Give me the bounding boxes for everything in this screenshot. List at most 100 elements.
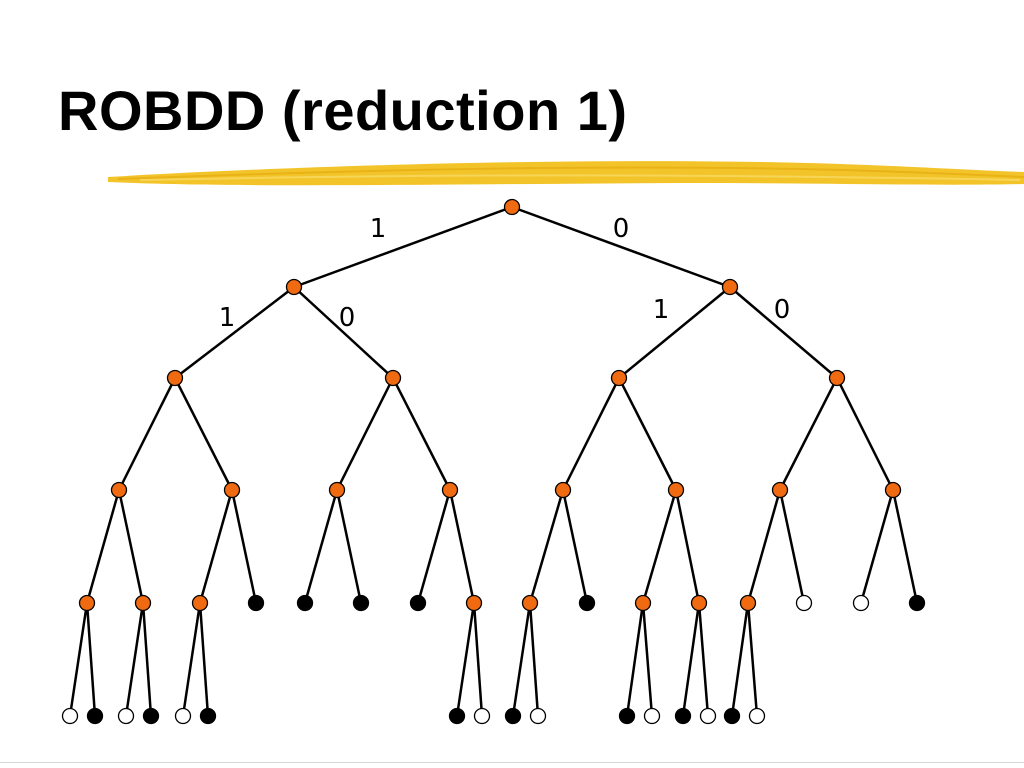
edge-label-left-high: 1 [219, 303, 236, 333]
tree-edge [174, 286, 295, 379]
decision-node [721, 278, 739, 296]
decision-node [465, 594, 483, 612]
tree-edge [335, 489, 363, 604]
tree-edge [746, 489, 782, 604]
tree-edge [472, 602, 484, 717]
tree-edge [391, 377, 452, 491]
decision-node [328, 481, 346, 499]
tree-edge [448, 489, 476, 604]
tree-edge [561, 377, 621, 491]
terminal-node-one [674, 707, 692, 725]
terminal-node-zero [748, 707, 766, 725]
terminal-node-one [618, 707, 636, 725]
tree-edge [778, 377, 839, 491]
terminal-node-zero [795, 594, 813, 612]
decision-node [521, 594, 539, 612]
tree-edge [117, 377, 177, 491]
tree-edge [891, 489, 919, 604]
tree-edge [335, 377, 395, 491]
decision-node [223, 481, 241, 499]
tree-edge [293, 286, 394, 379]
decision-node [441, 481, 459, 499]
terminal-node-one [908, 594, 926, 612]
slide-title: ROBDD (reduction 1) [58, 79, 628, 142]
terminal-node-one [199, 707, 217, 725]
terminal-node-zero [643, 707, 661, 725]
decision-node [771, 481, 789, 499]
terminal-node-one [247, 594, 265, 612]
decision-node [134, 594, 152, 612]
tree-edge [141, 602, 153, 717]
tree-edge [511, 205, 731, 289]
terminal-node-zero [852, 594, 870, 612]
tree-edge [674, 489, 701, 604]
tree-edge [511, 602, 532, 717]
tree-edge [124, 602, 145, 717]
terminal-node-zero [61, 707, 79, 725]
terminal-node-one [352, 594, 370, 612]
tree-edge [303, 489, 339, 604]
terminal-node-one [448, 707, 466, 725]
tree-edge [68, 602, 89, 717]
decision-node [828, 369, 846, 387]
footer-divider [0, 762, 1024, 763]
tree-edge [230, 489, 258, 604]
terminal-node-one [504, 707, 522, 725]
terminal-node-one [296, 594, 314, 612]
tree-edge [835, 377, 895, 491]
decision-node [384, 369, 402, 387]
decision-node [739, 594, 757, 612]
tree-edge [778, 489, 806, 604]
tree-edge [181, 602, 202, 717]
decision-node [285, 278, 303, 296]
tree-edge [293, 205, 513, 289]
tree-edge [198, 489, 234, 604]
edge-label-right-high: 1 [653, 295, 670, 325]
terminal-node-one [142, 707, 160, 725]
tree-edge [85, 602, 97, 717]
tree-edge [746, 602, 759, 717]
tree-edge [198, 602, 210, 717]
tree-edge [85, 489, 121, 604]
decision-node [554, 481, 572, 499]
terminal-node-one [723, 707, 741, 725]
tree-edge [641, 489, 678, 604]
decision-node [191, 594, 209, 612]
tree-edge [528, 602, 540, 717]
terminal-node-one [578, 594, 596, 612]
terminal-node-one [409, 594, 427, 612]
tree-edge [641, 602, 654, 717]
decision-node [110, 481, 128, 499]
tree-edge [681, 602, 701, 717]
tree-edge [859, 489, 895, 604]
decision-node [667, 481, 685, 499]
tree-edge [528, 489, 565, 604]
decision-node [610, 369, 628, 387]
tree-edge [173, 377, 234, 491]
tree-edge [617, 377, 678, 491]
terminal-node-zero [174, 707, 192, 725]
tree-edge [730, 602, 750, 717]
tree-nodes [61, 198, 926, 725]
tree-edge [618, 286, 731, 379]
decision-node [634, 594, 652, 612]
decision-node [78, 594, 96, 612]
terminal-node-zero [529, 707, 547, 725]
title-underline [108, 161, 1024, 186]
decision-node [690, 594, 708, 612]
terminal-node-one [86, 707, 104, 725]
edge-label-root-low: 0 [613, 214, 630, 244]
tree-edge [561, 489, 589, 604]
terminal-node-zero [699, 707, 717, 725]
tree-edge [416, 489, 452, 604]
terminal-node-zero [473, 707, 491, 725]
tree-edge [729, 286, 838, 379]
tree-edge [697, 602, 710, 717]
edge-label-right-low: 0 [774, 295, 791, 325]
tree-edges [68, 205, 919, 717]
terminal-node-zero [117, 707, 135, 725]
tree-edge [117, 489, 145, 604]
tree-edge [455, 602, 476, 717]
edge-label-root-high: 1 [370, 214, 387, 244]
